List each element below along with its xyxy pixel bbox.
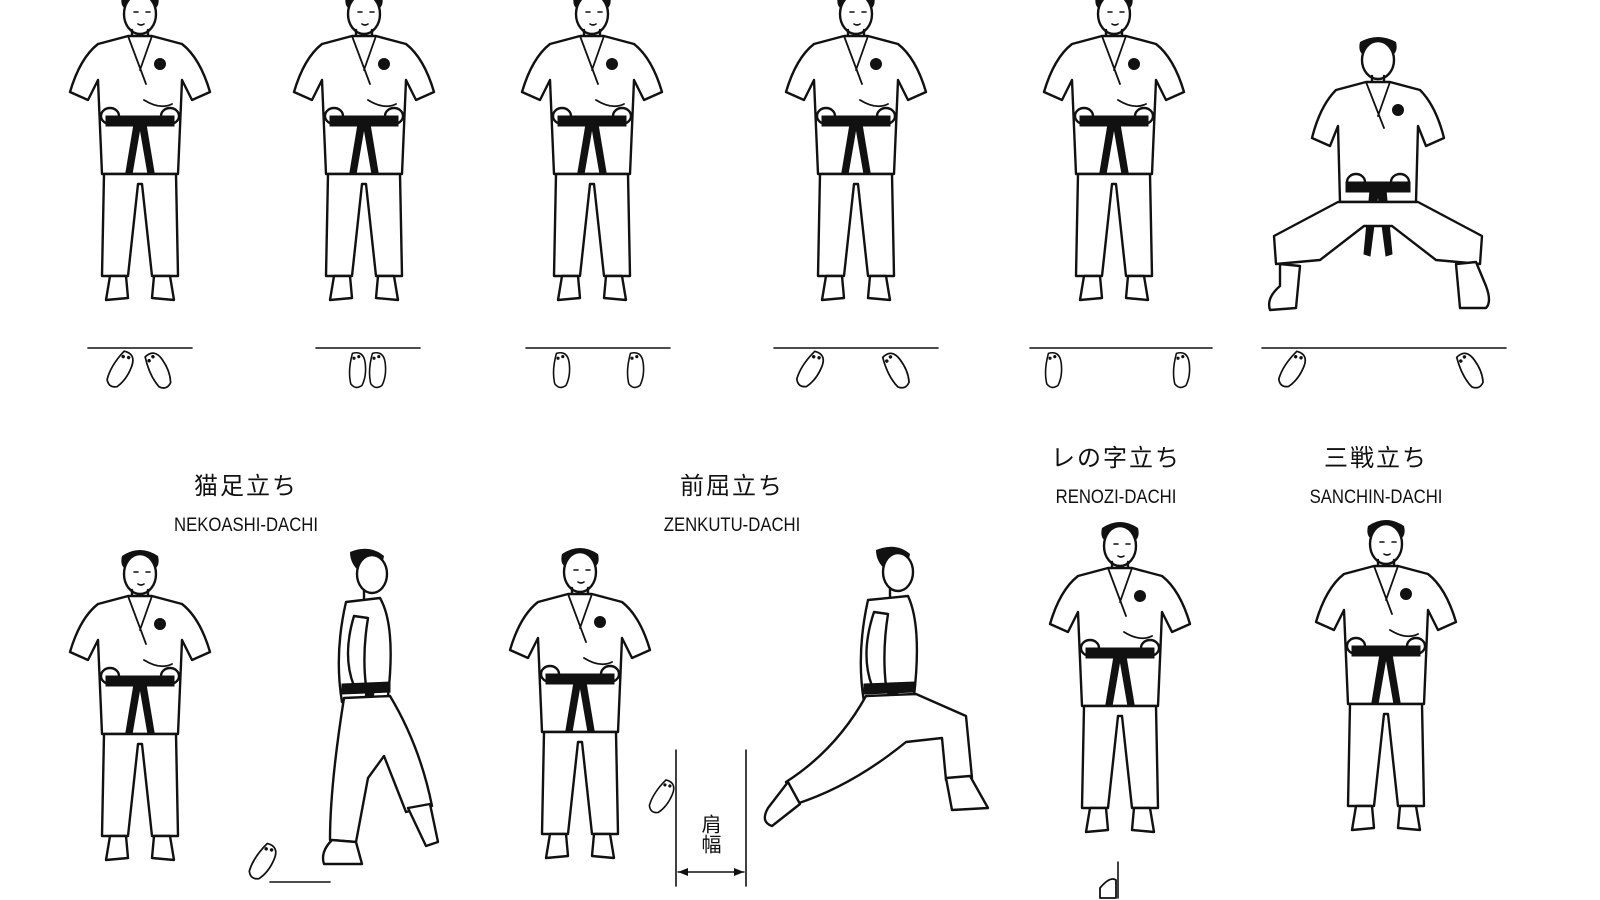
top-stance-6-figure [1260,36,1500,326]
foot-diagram-1 [87,347,193,392]
nekoashi-side-figure [280,546,450,876]
stance-romaji-name: ZENKUTU-DACHI [663,515,801,536]
foot-diagram-2 [315,347,421,389]
stance-romaji-name: NEKOASHI-DACHI [173,515,319,536]
shoulder-width-label: 肩幅 [698,814,722,854]
stance-jp-name: 猫足立ち [193,472,298,500]
stance-romaji-name: SANCHIN-DACHI [1309,487,1443,508]
top-stance-2-figure [284,0,444,318]
shoulder-width-dimension [675,749,747,887]
sanchin-front-figure [1306,518,1466,848]
foot-diagram-4 [773,347,939,392]
top-stance-4-figure [776,0,936,318]
top-stance-5-figure [1034,0,1194,318]
renozi-foot-mark [1099,861,1119,899]
stance-label-nekoashi: 猫足立ち NEKOASHI-DACHI [164,466,328,537]
renozi-front-figure [1040,520,1200,850]
foot-diagram-3 [525,347,671,389]
top-stance-3-figure [512,0,672,318]
stance-label-renozi: レの字立ち RENOZI-DACHI [1047,438,1184,509]
stance-jp-name: 三戦立ち [1323,444,1428,472]
top-stance-1-figure [60,0,220,318]
stance-jp-name: 前屈立ち [679,472,784,500]
zenkutu-side-figure [756,546,996,846]
zenkutu-front-figure [500,546,660,876]
stance-jp-name: レの字立ち [1050,444,1181,472]
foot-diagram-5 [1029,347,1213,389]
nekoashi-front-figure [60,548,220,878]
foot-diagram-6 [1261,347,1507,392]
stance-romaji-name: RENOZI-DACHI [1055,487,1177,508]
stance-label-sanchin: 三戦立ち SANCHIN-DACHI [1301,438,1452,509]
nekoashi-foot-diagram [245,840,331,884]
stance-label-zenkutu: 前屈立ち ZENKUTU-DACHI [654,466,809,537]
